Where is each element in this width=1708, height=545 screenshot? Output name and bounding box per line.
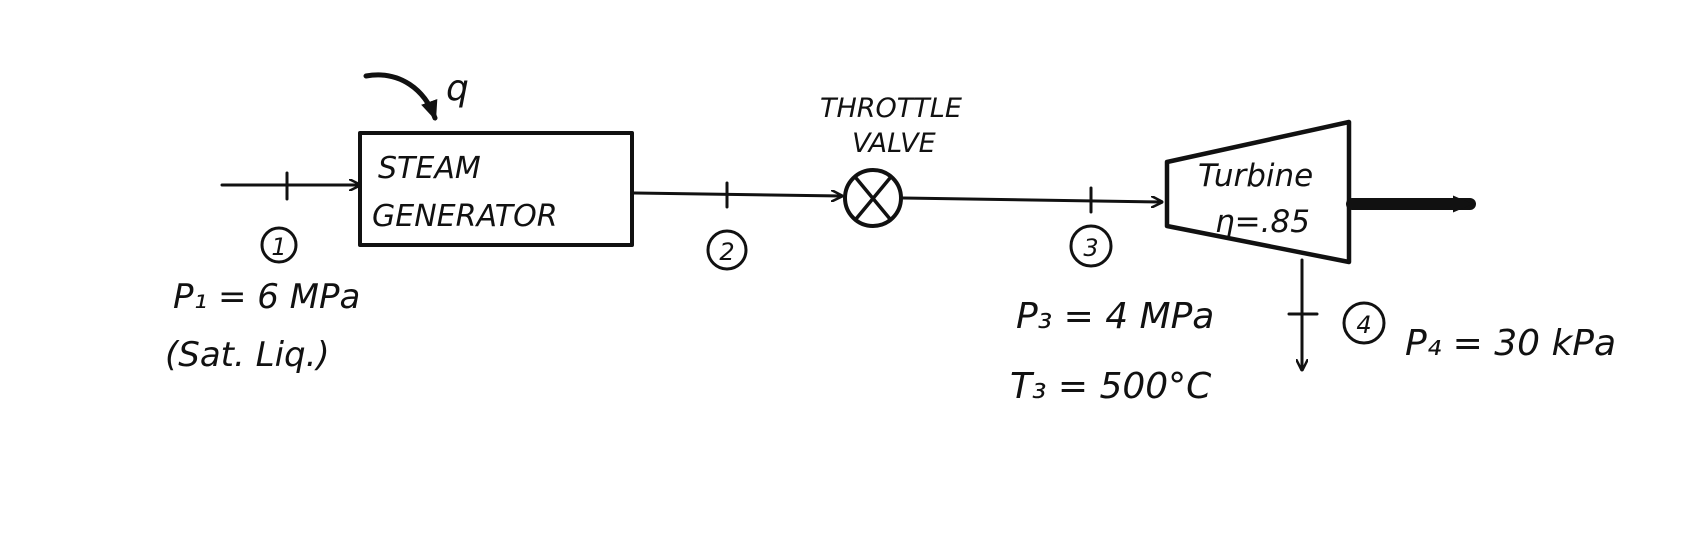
state-3-marker: 3 [1069, 224, 1113, 268]
state-1-pressure: P₁ = 6 MPa [173, 277, 360, 317]
heat-input-arrow [363, 72, 438, 121]
throttle-label-line2: VALVE [852, 128, 936, 159]
state-1-marker: 1 [260, 226, 298, 264]
steam-generator-line2: GENERATOR [372, 199, 558, 234]
state-2-marker: 2 [706, 229, 748, 271]
state-2-number: 2 [719, 238, 734, 266]
state-1-condition: (Sat. Liq.) [165, 335, 330, 375]
turbine-efficiency: η=.85 [1215, 204, 1310, 240]
steam-generator-box [358, 131, 634, 247]
state-3-temperature: T₃ = 500°C [1010, 366, 1212, 407]
line-3 [901, 198, 1164, 202]
steam-generator-line1: STEAM [378, 151, 481, 186]
state-4-pressure: P₄ = 30 kPa [1405, 323, 1616, 364]
turbine-name: Turbine [1198, 158, 1313, 194]
throttle-label-line1: THROTTLE [820, 93, 962, 124]
throttle-valve-circle [843, 168, 903, 228]
turbine-body [1164, 119, 1352, 265]
line-2 [630, 193, 844, 196]
throttle-valve-cross-b [854, 176, 892, 221]
state-4-marker: 4 [1342, 301, 1386, 345]
state-1-number: 1 [271, 233, 286, 261]
heat-input-label: q [446, 68, 469, 109]
state-3-pressure: P₃ = 4 MPa [1016, 296, 1214, 337]
state-3-number: 3 [1083, 234, 1098, 262]
state-4-number: 4 [1356, 311, 1371, 339]
